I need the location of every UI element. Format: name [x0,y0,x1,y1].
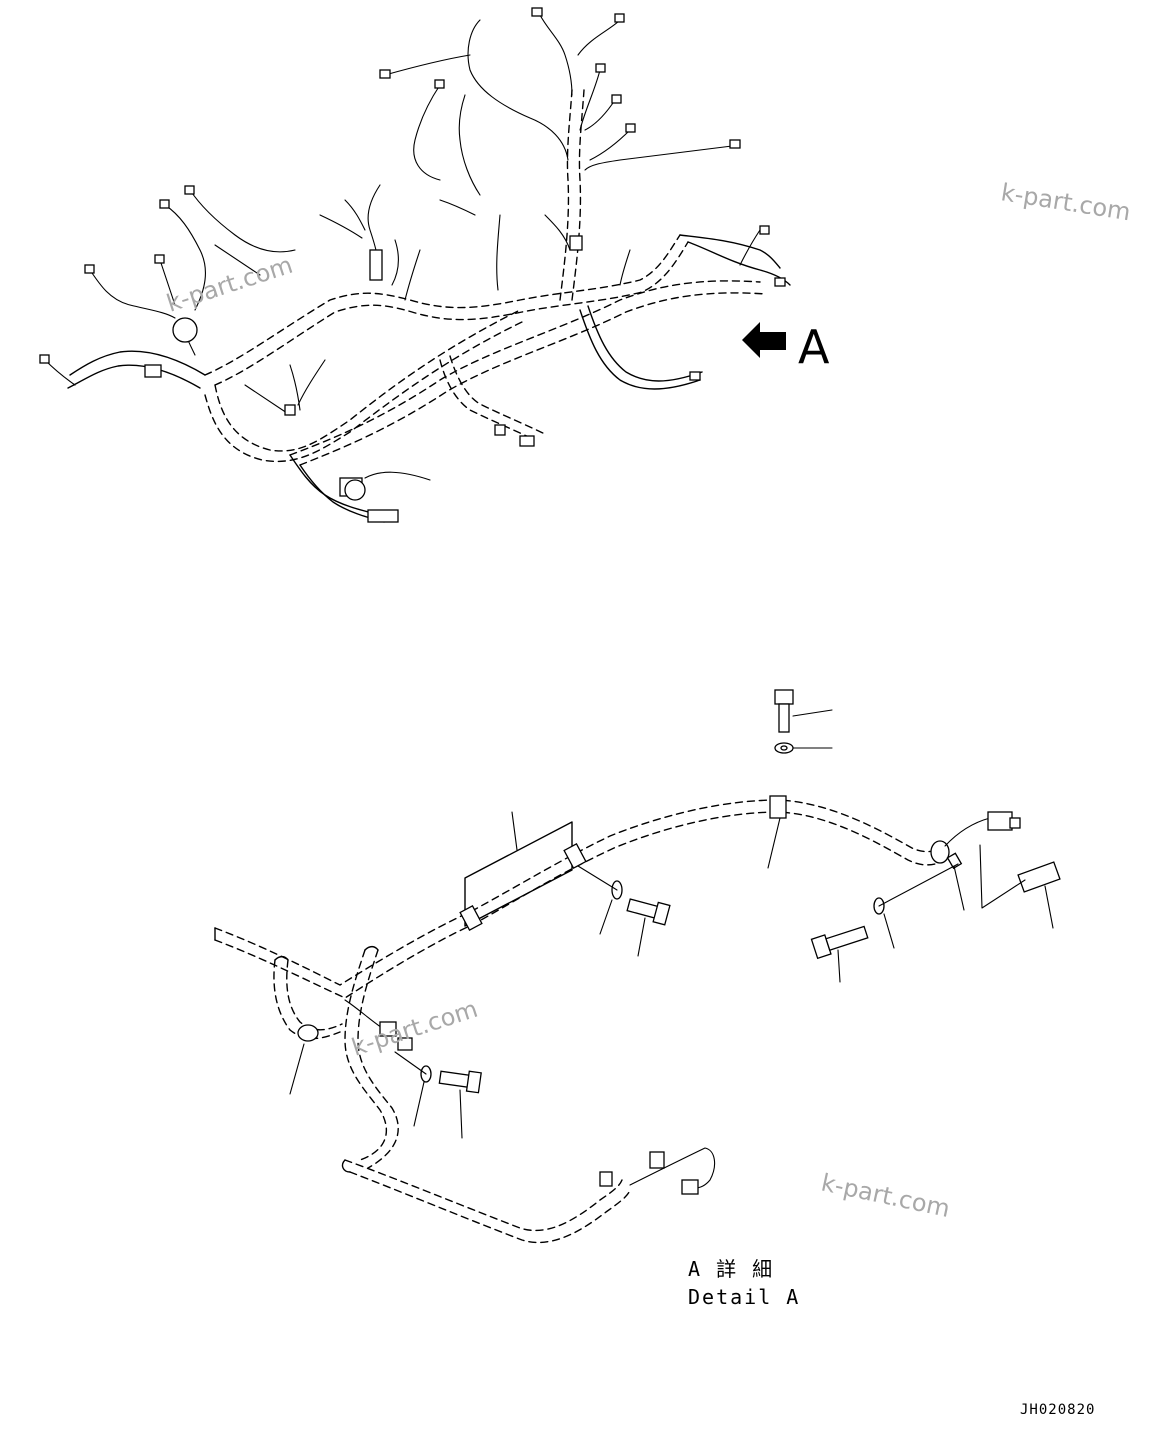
connector-icon [569,235,583,251]
overall-connectors [39,7,786,523]
connector-icon [519,435,535,447]
connector-icon [689,371,701,381]
connector-icon [531,7,543,17]
overall-harness-view [39,7,791,523]
branch-wires [44,14,761,481]
connector-icon [144,364,162,378]
detail-a-view [214,689,1061,1244]
watermark: k-part.com [999,178,1132,226]
bolt-icon [774,689,794,733]
connector-icon [729,139,741,149]
connector-icon [369,249,383,281]
connector-icon [379,69,391,79]
connector-icon [681,1179,699,1195]
bolt-icon [810,925,869,960]
view-letter: A [798,320,830,374]
clamp-icon [563,843,587,869]
clamp-icon [769,795,787,819]
watermark: k-part.com [348,995,481,1062]
main-trunk [67,89,791,523]
clamp-icon [930,840,950,864]
watermark: k-part.com [163,251,296,318]
connector-icon [987,811,1013,831]
connector-icon [595,63,606,73]
connector-icon [614,13,625,23]
connector-icon [39,354,50,364]
connector-icon [172,317,198,343]
watermark: k-part.com [819,1168,953,1223]
connector-icon [1009,817,1021,829]
connector-icon [379,1021,397,1037]
bolt-icon [626,898,671,926]
connector-icon [759,225,770,235]
connector-icon [625,123,636,133]
connector-icon [774,277,786,287]
connector-icon [184,185,195,195]
bolt-icon [438,1070,482,1094]
connector-icon [611,94,622,104]
clamp-icon [459,905,483,931]
connector-icon [494,424,506,436]
detail-caption: A 詳 細 Detail A [688,1255,800,1311]
leader-lines [289,709,1054,1139]
connector-icon [154,254,165,264]
connector-icon [84,264,95,274]
connector-icon [367,509,399,523]
connector-icon [397,1037,413,1051]
connector-icon [344,479,366,501]
connector-icon [649,1151,665,1169]
view-arrow-icon [742,322,786,358]
clamp-icon [599,1171,613,1187]
protective-sleeve-icon [464,821,573,927]
watermarks: k-part.com k-part.com k-part.com k-part.… [163,178,1132,1223]
washer-hole [780,745,788,751]
clamp-icon [297,1024,319,1042]
detail-caption-en: Detail A [688,1285,801,1309]
detail-caption-jp: A 詳 細 [688,1257,775,1281]
sleeve-part-icon [1017,861,1061,893]
connector-icon [434,79,445,89]
connector-icon [284,404,296,416]
drawing-code: JH020820 [1020,1402,1096,1418]
connector-icon [159,199,170,209]
